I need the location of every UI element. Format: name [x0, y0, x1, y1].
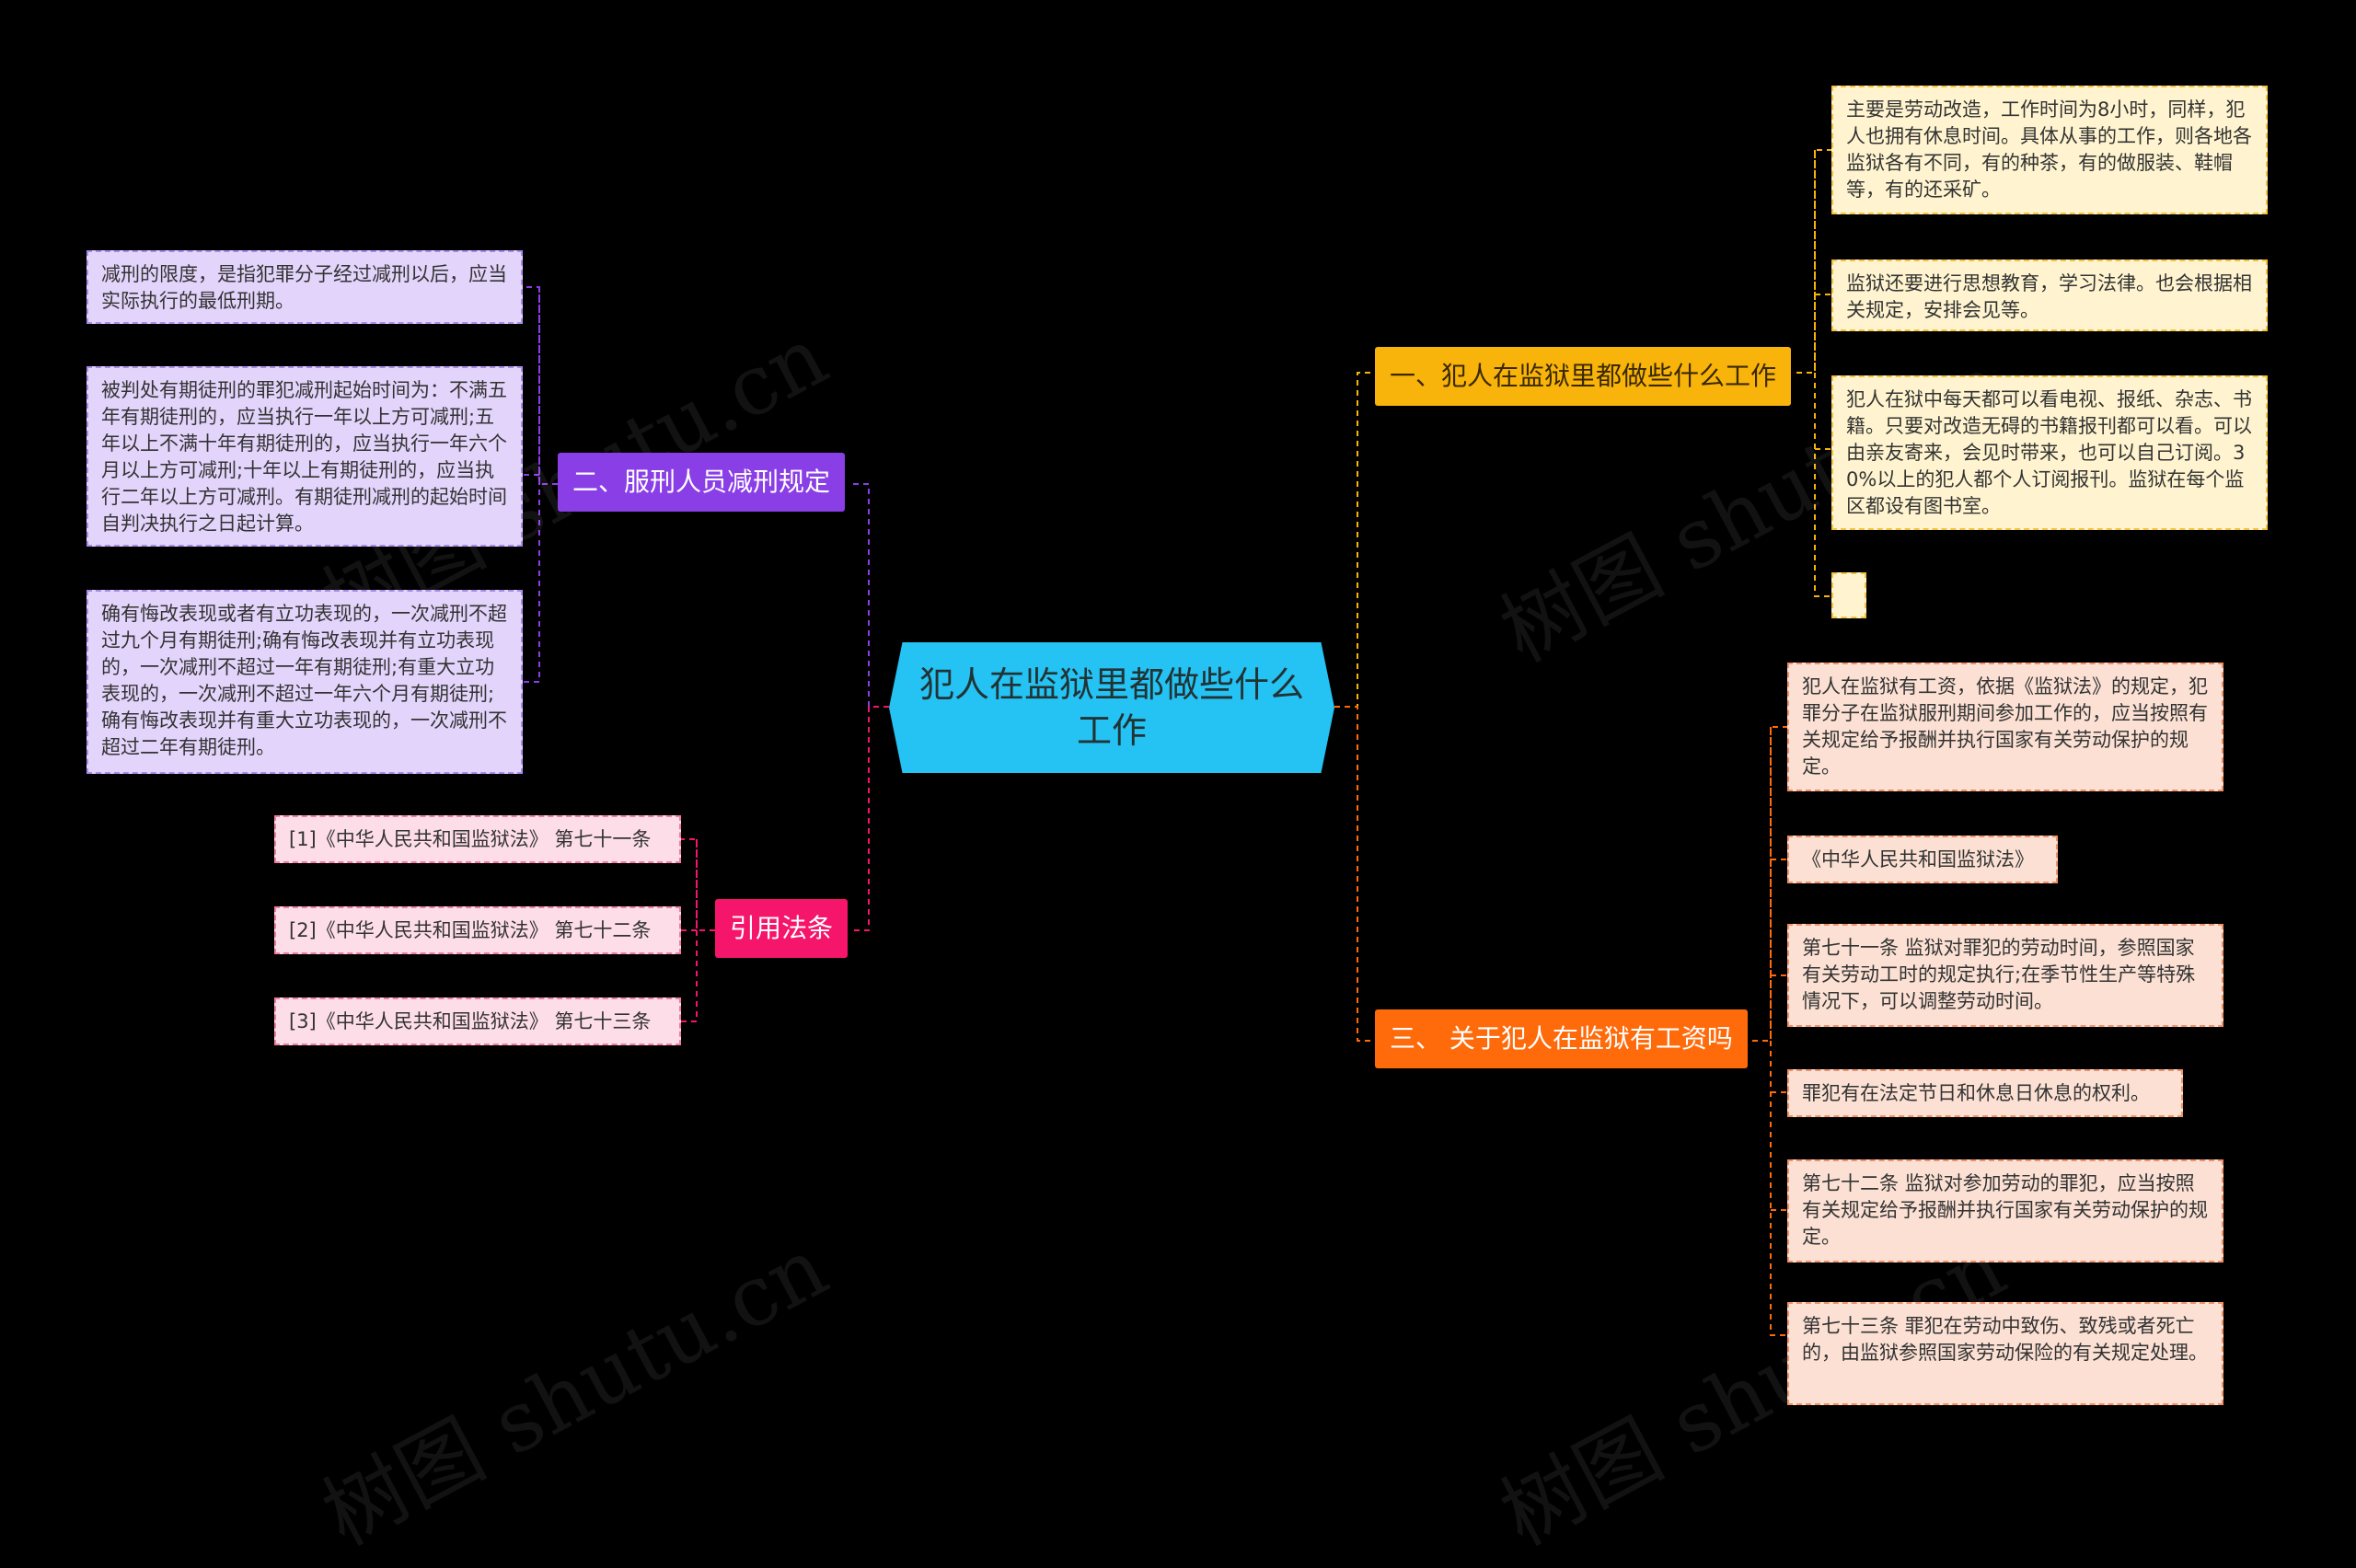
leaf-reduction-amount[interactable]: 确有悔改表现或者有立功表现的，一次减刑不超过九个月有期徒刑;确有悔改表现并有立功… — [87, 590, 523, 774]
link-branch4-leaves — [681, 838, 715, 1022]
mindmap-canvas: 树图 shutu.cn 树图 shutu.cn 树图 shutu.cn 树图 s… — [87, 86, 2268, 1564]
leaf-cited-article-71[interactable]: [1]《中华人民共和国监狱法》 第七十一条 — [274, 815, 681, 863]
leaf-wages-article-73[interactable]: 第七十三条 罪犯在劳动中致伤、致残或者死亡的，由监狱参照国家劳动保险的有关规定处… — [1787, 1302, 2223, 1405]
branch-cited-articles[interactable]: 引用法条 — [715, 899, 849, 958]
leaf-text: [1]《中华人民共和国监狱法》 第七十一条 — [289, 828, 652, 850]
leaf-work-reading[interactable]: 犯人在狱中每天都可以看电视、报纸、杂志、书籍。只要对改造无碍的书籍报刊都可以看。… — [1831, 375, 2268, 530]
leaf-text: 《中华人民共和国监狱法》 — [1802, 848, 2034, 870]
leaf-reduction-start-time[interactable]: 被判处有期徒刑的罪犯减刑起始时间为：不满五年有期徒刑的，应当执行一年以上方可减刑… — [87, 366, 523, 547]
leaf-text: 被判处有期徒刑的罪犯减刑起始时间为：不满五年有期徒刑的，应当执行一年以上方可减刑… — [101, 379, 507, 535]
leaf-work-education[interactable]: 监狱还要进行思想教育，学习法律。也会根据相关规定，安排会见等。 — [1831, 259, 2268, 331]
branch-sentence-reduction[interactable]: 二、服刑人员减刑规定 — [558, 453, 846, 512]
leaf-text: 减刑的限度，是指犯罪分子经过减刑以后，应当实际执行的最低刑期。 — [101, 263, 507, 312]
center-topic[interactable]: 犯人在监狱里都做些什么工作 — [889, 642, 1334, 773]
leaf-cited-article-73[interactable]: [3]《中华人民共和国监狱法》 第七十三条 — [274, 997, 681, 1045]
leaf-text: 主要是劳动改造，工作时间为8小时，同样，犯人也拥有休息时间。具体从事的工作，则各… — [1846, 98, 2252, 201]
leaf-text: 第七十三条 罪犯在劳动中致伤、致残或者死亡的，由监狱参照国家劳动保险的有关规定处… — [1802, 1315, 2208, 1364]
leaf-text: 犯人在狱中每天都可以看电视、报纸、杂志、书籍。只要对改造无碍的书籍报刊都可以看。… — [1846, 388, 2252, 517]
link-branch1-leaves — [1796, 149, 1831, 597]
link-center-branch1 — [1334, 372, 1375, 708]
leaf-reduction-limit[interactable]: 减刑的限度，是指犯罪分子经过减刑以后，应当实际执行的最低刑期。 — [87, 250, 523, 324]
leaf-work-labor[interactable]: 主要是劳动改造，工作时间为8小时，同样，犯人也拥有休息时间。具体从事的工作，则各… — [1831, 86, 2268, 214]
link-center-branch3 — [1334, 706, 1375, 1042]
link-branch3-leaves — [1752, 726, 1787, 1336]
leaf-text: 犯人在监狱有工资，依据《监狱法》的规定，犯罪分子在监狱服刑期间参加工作的，应当按… — [1802, 675, 2208, 778]
branch-label: 引用法条 — [730, 913, 834, 943]
link-center-branch2 — [850, 483, 889, 708]
leaf-wages-rest-right[interactable]: 罪犯有在法定节日和休息日休息的权利。 — [1787, 1069, 2183, 1117]
branch-label: 三、 关于犯人在监狱有工资吗 — [1390, 1023, 1733, 1054]
leaf-wages-prison-law-title[interactable]: 《中华人民共和国监狱法》 — [1787, 836, 2058, 883]
leaf-wages-article-72[interactable]: 第七十二条 监狱对参加劳动的罪犯，应当按照有关规定给予报酬并执行国家有关劳动保护… — [1787, 1159, 2223, 1262]
leaf-wages-law[interactable]: 犯人在监狱有工资，依据《监狱法》的规定，犯罪分子在监狱服刑期间参加工作的，应当按… — [1787, 663, 2223, 791]
connector-lines — [523, 149, 1831, 1336]
branch-prisoner-wages[interactable]: 三、 关于犯人在监狱有工资吗 — [1375, 1009, 1748, 1068]
leaf-text: [2]《中华人民共和国监狱法》 第七十二条 — [289, 919, 652, 941]
branch-work-in-prison[interactable]: 一、犯人在监狱里都做些什么工作 — [1375, 347, 1792, 406]
leaf-text: 罪犯有在法定节日和休息日休息的权利。 — [1802, 1082, 2150, 1104]
branch-label: 二、服刑人员减刑规定 — [572, 467, 831, 497]
leaf-text: [3]《中华人民共和国监狱法》 第七十三条 — [289, 1010, 652, 1032]
leaf-cited-article-72[interactable]: [2]《中华人民共和国监狱法》 第七十二条 — [274, 906, 681, 954]
link-branch2-leaves — [523, 286, 558, 683]
leaf-text: 第七十一条 监狱对罪犯的劳动时间，参照国家有关劳动工时的规定执行;在季节性生产等… — [1802, 937, 2196, 1012]
leaf-wages-article-71[interactable]: 第七十一条 监狱对罪犯的劳动时间，参照国家有关劳动工时的规定执行;在季节性生产等… — [1787, 924, 2223, 1027]
branch-label: 一、犯人在监狱里都做些什么工作 — [1390, 361, 1777, 391]
leaf-work-empty[interactable] — [1831, 572, 1866, 618]
center-topic-label: 犯人在监狱里都做些什么工作 — [918, 664, 1304, 751]
leaf-text: 确有悔改表现或者有立功表现的，一次减刑不超过九个月有期徒刑;确有悔改表现并有立功… — [101, 603, 507, 758]
leaf-text: 监狱还要进行思想教育，学习法律。也会根据相关规定，安排会见等。 — [1846, 272, 2252, 321]
leaf-text: 第七十二条 监狱对参加劳动的罪犯，应当按照有关规定给予报酬并执行国家有关劳动保护… — [1802, 1172, 2208, 1248]
link-center-branch4 — [850, 706, 889, 931]
